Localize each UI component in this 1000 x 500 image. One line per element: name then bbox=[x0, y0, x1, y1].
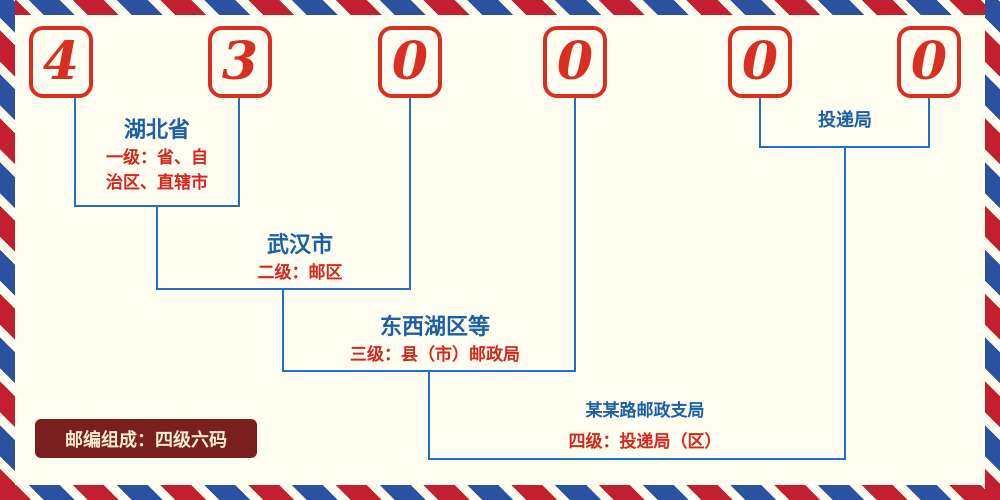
connector-level1-right bbox=[238, 98, 240, 205]
connector-level3-left bbox=[282, 288, 284, 372]
connector-level2-left bbox=[156, 205, 158, 290]
digit-1: 4 bbox=[42, 31, 80, 92]
delivery-bureau-label: 投递局 bbox=[818, 110, 872, 131]
level4-desc: 四级：投递局（区） bbox=[568, 432, 722, 452]
envelope-border-bottom bbox=[0, 485, 1000, 500]
composition-badge: 邮编组成：四级六码 bbox=[35, 419, 257, 458]
digit-box-1: 4 bbox=[29, 26, 93, 98]
connector-delivery-bottom bbox=[759, 146, 930, 148]
connector-level4-left bbox=[428, 370, 430, 460]
connector-level3-right bbox=[574, 98, 576, 372]
connector-delivery-right bbox=[928, 98, 930, 148]
digit-box-4: 0 bbox=[543, 26, 607, 98]
level2-desc: 二级：邮区 bbox=[257, 263, 343, 283]
digit-4: 0 bbox=[556, 31, 594, 92]
connector-level1-left bbox=[74, 98, 76, 205]
composition-text: 邮编组成：四级六码 bbox=[65, 429, 227, 451]
connector-level2-right bbox=[409, 98, 411, 290]
level1-desc-line2: 治区、直辖市 bbox=[106, 173, 208, 193]
envelope-border-right bbox=[985, 0, 1000, 500]
digit-box-3: 0 bbox=[378, 26, 442, 98]
envelope-border-left bbox=[0, 0, 15, 500]
level2-name: 武汉市 bbox=[266, 233, 333, 258]
digit-2: 3 bbox=[221, 31, 259, 92]
connector-level4-bottom bbox=[428, 458, 846, 460]
connector-delivery-left bbox=[759, 98, 761, 148]
level3-name: 东西湖区等 bbox=[379, 315, 490, 340]
level4-name: 某某路邮政支局 bbox=[585, 401, 705, 421]
digit-5: 0 bbox=[741, 31, 779, 92]
level1-name: 湖北省 bbox=[123, 118, 190, 143]
digit-box-2: 3 bbox=[208, 26, 272, 98]
digit-3: 0 bbox=[391, 31, 429, 92]
digit-box-5: 0 bbox=[728, 26, 792, 98]
digit-6: 0 bbox=[910, 31, 948, 92]
envelope-border-top bbox=[0, 0, 1000, 15]
connector-level4-right bbox=[844, 146, 846, 460]
digit-box-6: 0 bbox=[897, 26, 961, 98]
level1-desc-line1: 一级：省、自 bbox=[106, 148, 208, 168]
level3-desc: 三级：县（市）邮政局 bbox=[350, 345, 520, 365]
